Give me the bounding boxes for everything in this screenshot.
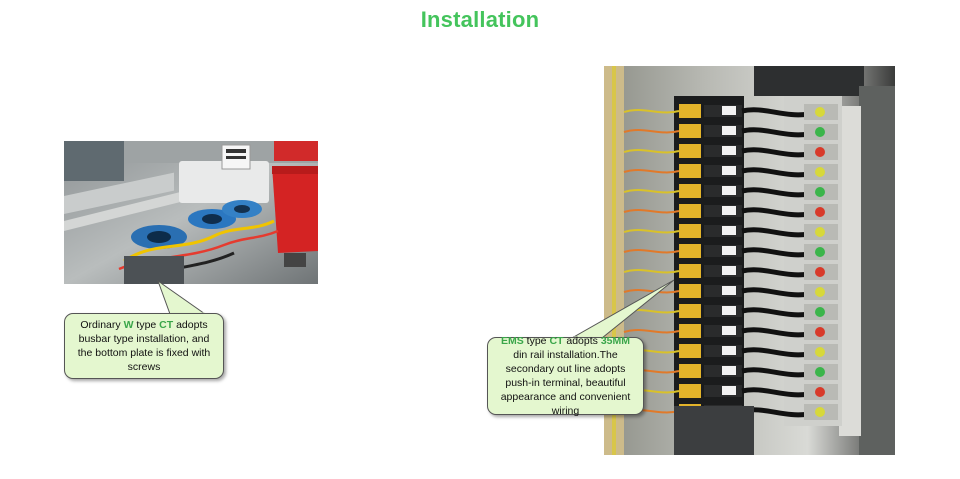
callout-text: din rail installation.The secondary out … (500, 349, 631, 417)
callout-highlight-w: W (123, 319, 134, 331)
page-title: Installation (420, 7, 540, 32)
busbar-ct-callout: Ordinary W type CT adopts busbar type in… (64, 313, 224, 379)
callout-text: adopts (563, 335, 601, 347)
callout-highlight-35mm: 35MM (600, 335, 630, 347)
din-rail-ct-callout: EMS type CT adopts 35MM din rail install… (487, 335, 644, 417)
callout-highlight-ems: EMS (500, 335, 524, 347)
callout-text: type (133, 319, 160, 331)
callout-highlight-ct: CT (159, 319, 174, 331)
right-callout-tail (570, 279, 675, 339)
callout-text: type (523, 335, 550, 347)
callout-text: adopts busbar type installation, and the… (77, 319, 211, 373)
din-rail-ct-photo (604, 66, 895, 455)
callout-highlight-ct: CT (549, 335, 564, 347)
busbar-ct-photo (64, 141, 318, 284)
callout-text: Ordinary (80, 319, 124, 331)
